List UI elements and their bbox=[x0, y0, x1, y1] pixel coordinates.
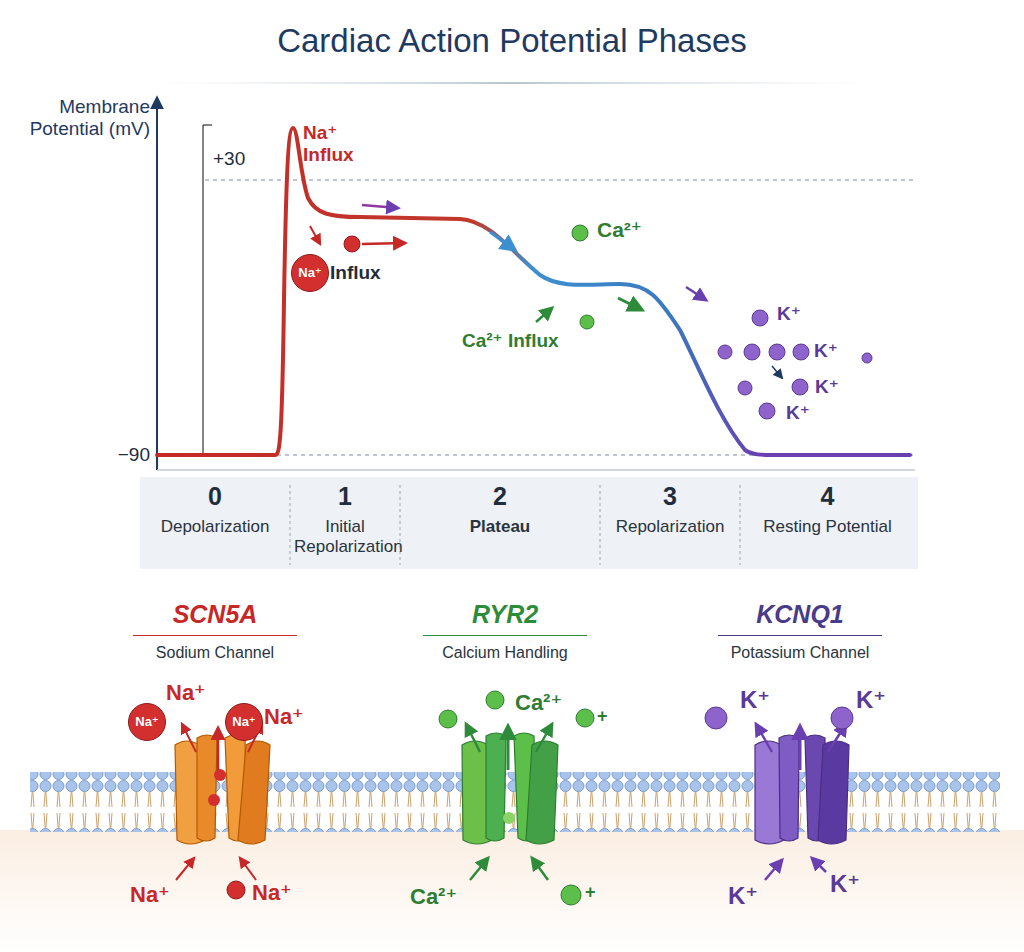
ion-label: Ca²⁺ bbox=[597, 218, 667, 242]
phase-number: 3 bbox=[600, 482, 740, 511]
phase-number: 0 bbox=[140, 482, 290, 511]
phase-number: 1 bbox=[290, 482, 400, 511]
ion-label: K⁺ bbox=[740, 686, 780, 714]
gene-name: RYR2 bbox=[423, 600, 587, 636]
ion-label: + bbox=[597, 706, 617, 727]
gene-card: SCN5A Sodium Channel bbox=[115, 600, 315, 662]
phase-cell: 4Resting Potential bbox=[740, 482, 915, 537]
tick-label: +30 bbox=[213, 148, 273, 170]
ion-ball: Na⁺ bbox=[225, 703, 263, 741]
ion-label: Ca²⁺ Influx bbox=[462, 330, 572, 352]
phase-number: 4 bbox=[740, 482, 915, 511]
phase-name: Resting Potential bbox=[740, 517, 915, 537]
phase-name: Depolarization bbox=[140, 517, 290, 537]
ion-label: K⁺ bbox=[728, 882, 768, 910]
gene-card: RYR2Calcium Handling bbox=[405, 600, 605, 662]
ion-label: Na⁺ bbox=[252, 880, 302, 905]
ion-label: K⁺ bbox=[856, 686, 896, 714]
gene-function: Potassium Channel bbox=[700, 644, 900, 662]
phase-cell: 3Repolarization bbox=[600, 482, 740, 537]
phase-cell: 0Depolarization bbox=[140, 482, 290, 537]
ion-ball: Na⁺ bbox=[291, 254, 329, 292]
gene-card: KCNQ1Potassium Channel bbox=[700, 600, 900, 662]
tick-label: −90 bbox=[100, 444, 150, 466]
phase-name: Plateau bbox=[400, 517, 600, 537]
phase-name: Initial Repolarization bbox=[290, 517, 400, 556]
axis-label: Membrane Potential (mV) bbox=[12, 96, 150, 140]
ion-label: Ca²⁺ bbox=[410, 884, 470, 909]
phase-name: Repolarization bbox=[600, 517, 740, 537]
ion-label: Influx bbox=[330, 262, 410, 284]
gene-name: KCNQ1 bbox=[718, 600, 882, 636]
gene-function: Sodium Channel bbox=[115, 644, 315, 662]
ion-label: K⁺ bbox=[830, 870, 870, 898]
ion-label: + bbox=[585, 882, 605, 903]
ion-label: K⁺ bbox=[815, 376, 855, 398]
ion-ball: Na⁺ bbox=[128, 703, 166, 741]
phase-cell: 1Initial Repolarization bbox=[290, 482, 400, 556]
ion-label: Na⁺ bbox=[264, 704, 314, 729]
ion-label: Ca²⁺ bbox=[515, 690, 575, 715]
phase-number: 2 bbox=[400, 482, 600, 511]
ion-label: K⁺ bbox=[814, 340, 854, 362]
gene-function: Calcium Handling bbox=[405, 644, 605, 662]
ion-label: Na⁺ bbox=[130, 882, 180, 907]
ion-label: K⁺ bbox=[786, 402, 826, 424]
ion-label: K⁺ bbox=[777, 303, 817, 325]
diagram-title: Cardiac Action Potential Phases bbox=[0, 22, 1024, 60]
phase-cell: 2Plateau bbox=[400, 482, 600, 537]
gene-name: SCN5A bbox=[133, 600, 297, 636]
ion-label: Na⁺ Influx bbox=[303, 122, 383, 166]
ion-label: Na⁺ bbox=[166, 680, 216, 705]
